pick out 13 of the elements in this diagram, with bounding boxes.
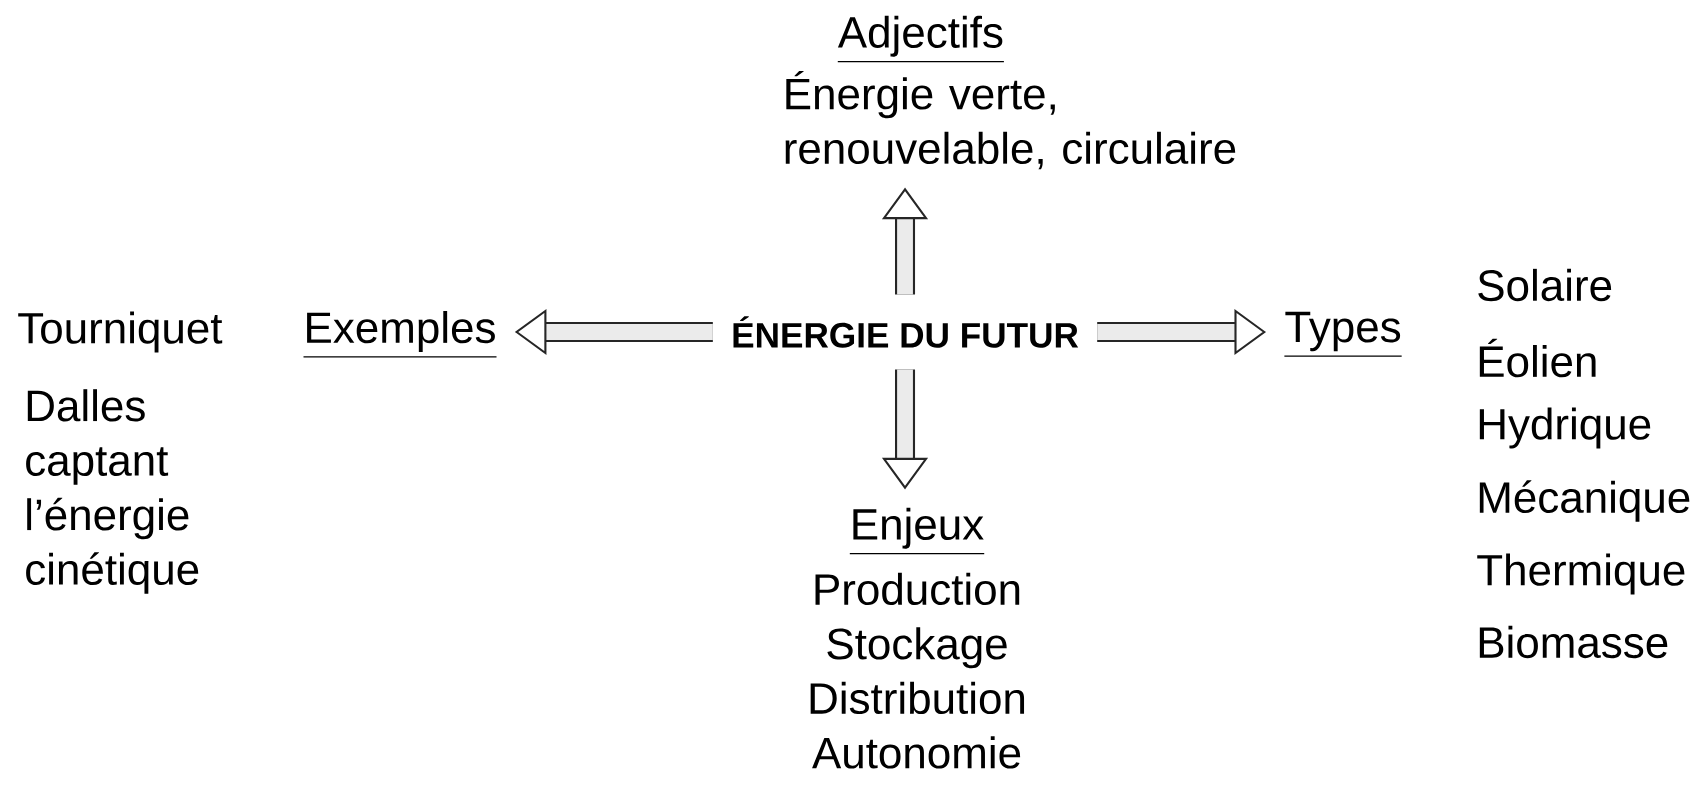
example-text: Dalles captant l’énergie cinétique [26, 389, 199, 594]
branch-text: Types [1283, 311, 1403, 357]
type-text: Biomasse [1479, 625, 1668, 659]
type-text: Hydrique [1479, 407, 1651, 449]
type-text: Thermique [1477, 553, 1685, 595]
branch-text: Adjectifs Énergie verte, renouvelable, circulaire [785, 15, 1236, 170]
type-text: Mécanique [1479, 480, 1690, 522]
branch-text: Enjeux Production Stockage Distribution Autonomie [810, 507, 1025, 769]
branch-text: Exemples [302, 310, 498, 358]
type-text: Solaire [1478, 268, 1612, 302]
example-text: Tourniquet [18, 311, 223, 353]
title-text: ÉNERGIE DU FUTUR [733, 316, 1079, 348]
type-text: Éolien [1479, 338, 1596, 378]
